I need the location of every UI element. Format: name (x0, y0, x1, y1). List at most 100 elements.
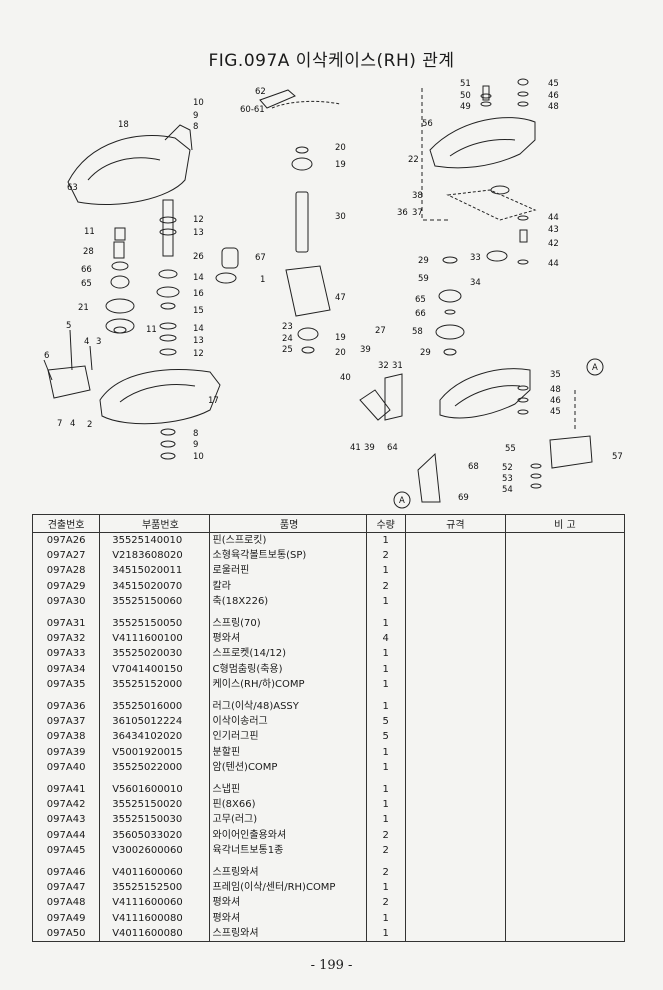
index-no-cell: 097A38 (31, 729, 101, 745)
part-no-cell: 34515020011 (99, 563, 210, 579)
svg-text:16: 16 (193, 289, 204, 299)
part-name-cell: 분할핀 (208, 744, 367, 760)
quantity-cell: 1 (365, 563, 406, 579)
svg-text:28: 28 (83, 247, 94, 257)
svg-text:67: 67 (255, 253, 266, 263)
remarks-cell (504, 661, 626, 677)
part-57 (549, 435, 593, 469)
part-name-cell: 스냅핀 (208, 782, 367, 798)
svg-text:60-61: 60-61 (240, 105, 265, 115)
group-spacer (31, 858, 626, 866)
index-no-cell: 097A47 (31, 880, 101, 896)
quantity-cell: 2 (365, 865, 406, 881)
part-no-cell: 35525022000 (99, 759, 210, 776)
svg-text:10: 10 (193, 452, 204, 462)
quantity-cell: 4 (365, 631, 406, 647)
remarks-cell (504, 895, 626, 911)
svg-text:38: 38 (412, 191, 423, 201)
spec-cell (404, 782, 506, 798)
svg-text:45: 45 (550, 407, 561, 417)
part-name-cell: 육각너트보통1종 (208, 842, 367, 859)
header-part-name: 품명 (208, 514, 367, 533)
part-no-cell: 34515020070 (99, 578, 210, 594)
part-no-cell: V7041400150 (99, 661, 210, 677)
svg-text:20: 20 (335, 348, 346, 358)
svg-text:57: 57 (612, 452, 623, 462)
svg-text:44: 44 (548, 213, 559, 223)
spacer-cell (208, 775, 367, 783)
svg-text:26: 26 (193, 252, 204, 262)
svg-text:65: 65 (81, 279, 92, 289)
header-index-no: 견출번호 (31, 514, 101, 533)
svg-text:4: 4 (70, 419, 75, 429)
index-no-cell: 097A40 (31, 759, 101, 776)
spacer-cell (99, 775, 210, 783)
quantity-cell: 1 (365, 646, 406, 662)
svg-text:19: 19 (335, 160, 346, 170)
svg-text:27: 27 (375, 326, 386, 336)
spec-cell (404, 661, 506, 677)
header-spec: 규격 (404, 514, 506, 533)
part-name-cell: 스프링와셔 (208, 865, 367, 881)
svg-text:51: 51 (460, 79, 471, 89)
quantity-cell: 1 (365, 699, 406, 715)
svg-text:68: 68 (468, 462, 479, 472)
header-part-no: 부품번호 (99, 514, 210, 533)
svg-text:65: 65 (415, 295, 426, 305)
spacer-cell (504, 775, 626, 783)
spacer-cell (99, 609, 210, 617)
svg-text:39: 39 (360, 345, 371, 355)
spacer-cell (99, 692, 210, 700)
svg-text:36: 36 (397, 208, 408, 218)
index-no-cell: 097A48 (31, 895, 101, 911)
svg-text:12: 12 (193, 215, 204, 225)
svg-text:43: 43 (548, 225, 559, 235)
quantity-cell: 1 (365, 593, 406, 610)
part-no-cell: 35525016000 (99, 699, 210, 715)
spacer-cell (404, 609, 506, 617)
svg-text:14: 14 (193, 273, 204, 283)
spacer-cell (31, 609, 101, 617)
svg-text:63: 63 (67, 183, 78, 193)
svg-text:59: 59 (418, 274, 429, 284)
quantity-cell: 1 (365, 661, 406, 677)
remarks-cell (504, 532, 626, 549)
svg-text:4: 4 (84, 337, 89, 347)
remarks-cell (504, 729, 626, 745)
header-quantity: 수량 (365, 514, 406, 533)
spec-cell (404, 842, 506, 859)
spacer-cell (404, 692, 506, 700)
part-no-cell: 35525150060 (99, 593, 210, 610)
quantity-cell: 2 (365, 578, 406, 594)
quantity-cell: 1 (365, 880, 406, 896)
group-spacer (31, 775, 626, 783)
svg-text:46: 46 (548, 91, 559, 101)
svg-text:6: 6 (44, 351, 49, 361)
spacer-cell (31, 692, 101, 700)
part-no-cell: 35525020030 (99, 646, 210, 662)
svg-text:53: 53 (502, 474, 513, 484)
part-name-cell: 이삭이송러그 (208, 714, 367, 730)
spec-cell (404, 759, 506, 776)
svg-text:24: 24 (282, 334, 293, 344)
spec-cell (404, 646, 506, 662)
remarks-cell (504, 699, 626, 715)
case-lower-left (99, 369, 221, 425)
svg-text:34: 34 (470, 278, 481, 288)
spacer-cell (208, 609, 367, 617)
index-no-cell: 097A27 (31, 548, 101, 564)
spacer-cell (99, 858, 210, 866)
index-no-cell: 097A46 (31, 865, 101, 881)
part-no-cell: 35525150050 (99, 616, 210, 632)
index-no-cell: 097A44 (31, 827, 101, 843)
